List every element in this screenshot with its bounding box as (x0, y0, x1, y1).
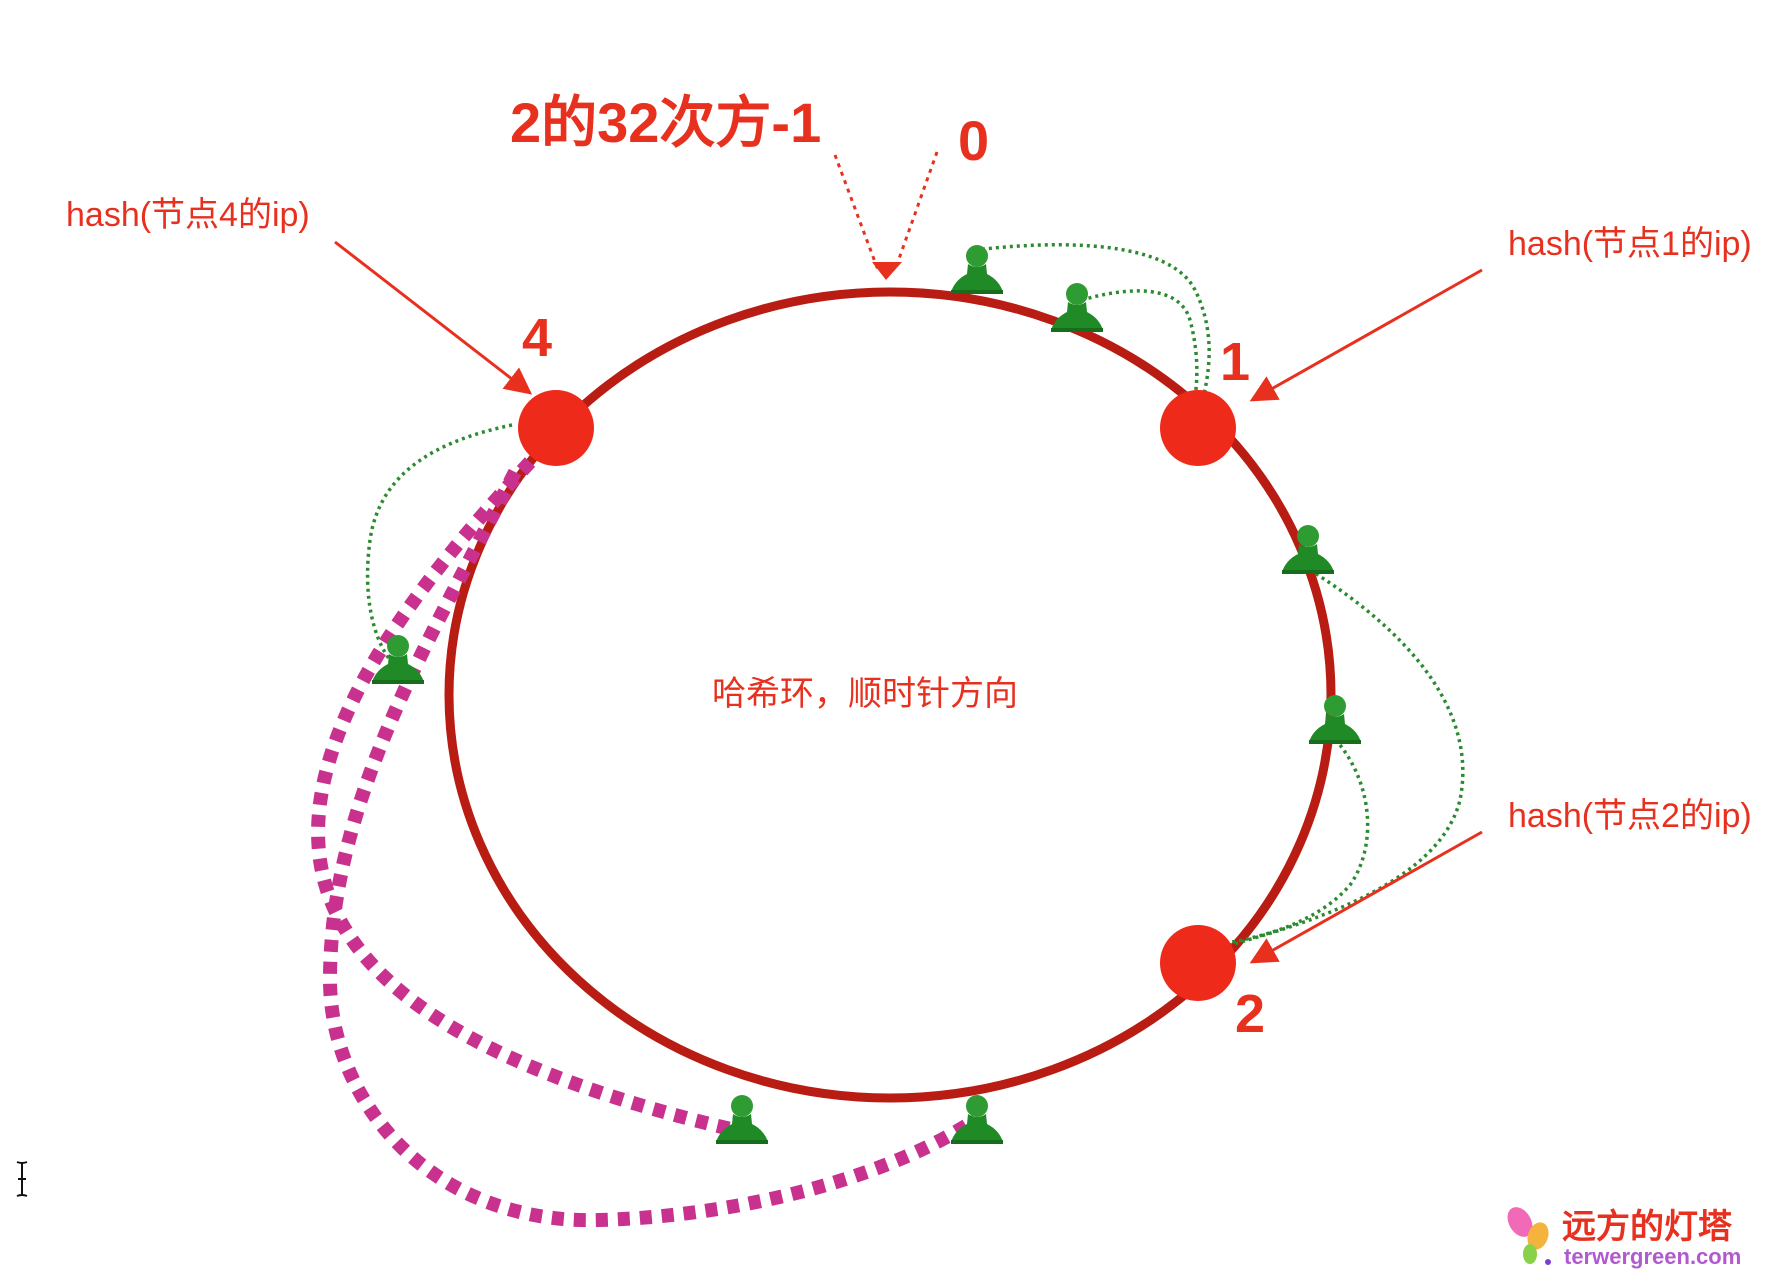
zero-label: 0 (958, 109, 989, 172)
magenta-link-1 (311, 457, 737, 1137)
green-link-user-top1 (974, 243, 1211, 399)
arrow-hash-node1 (1249, 268, 1483, 402)
user-icon (716, 1095, 768, 1144)
green-link-user-right2 (1231, 743, 1370, 944)
text-cursor-icon (16, 1161, 28, 1197)
user-icon (951, 1095, 1003, 1144)
node-2-dot (1160, 925, 1236, 1001)
node-1-label: 1 (1220, 332, 1250, 392)
node-1-dot (1160, 390, 1236, 466)
zero-marker (872, 262, 902, 280)
watermark-url: terwergreen.com (1564, 1244, 1741, 1269)
hash-label-node4: hash(节点4的ip) (66, 196, 310, 234)
butterfly-logo-icon (1507, 1207, 1551, 1265)
watermark: 远方的灯塔 terwergreen.com (1507, 1207, 1741, 1269)
pointer-from-max (833, 154, 880, 271)
node-4-label: 4 (522, 308, 552, 368)
user-icon (951, 245, 1003, 294)
ring-center-label: 哈希环，顺时针方向 (712, 675, 1018, 713)
arrow-hash-node4 (334, 240, 533, 395)
pointer-from-zero (893, 151, 939, 271)
user-icon (1051, 283, 1103, 332)
node-2-label: 2 (1235, 984, 1265, 1044)
green-link-user-right1 (1229, 568, 1465, 947)
hash-label-node1: hash(节点1的ip) (1508, 225, 1752, 263)
node-4-dot (518, 390, 594, 466)
magenta-link-2 (322, 468, 979, 1228)
hash-ring (444, 287, 1336, 1103)
watermark-chinese: 远方的灯塔 (1562, 1207, 1733, 1247)
green-link-user-top2 (1074, 289, 1199, 399)
max-value-label: 2的32次方-1 (510, 91, 821, 154)
hash-label-node2: hash(节点2的ip) (1508, 797, 1752, 835)
user-icon (1309, 695, 1361, 744)
green-link-user-left (365, 423, 513, 662)
arrow-hash-node2 (1249, 830, 1483, 964)
